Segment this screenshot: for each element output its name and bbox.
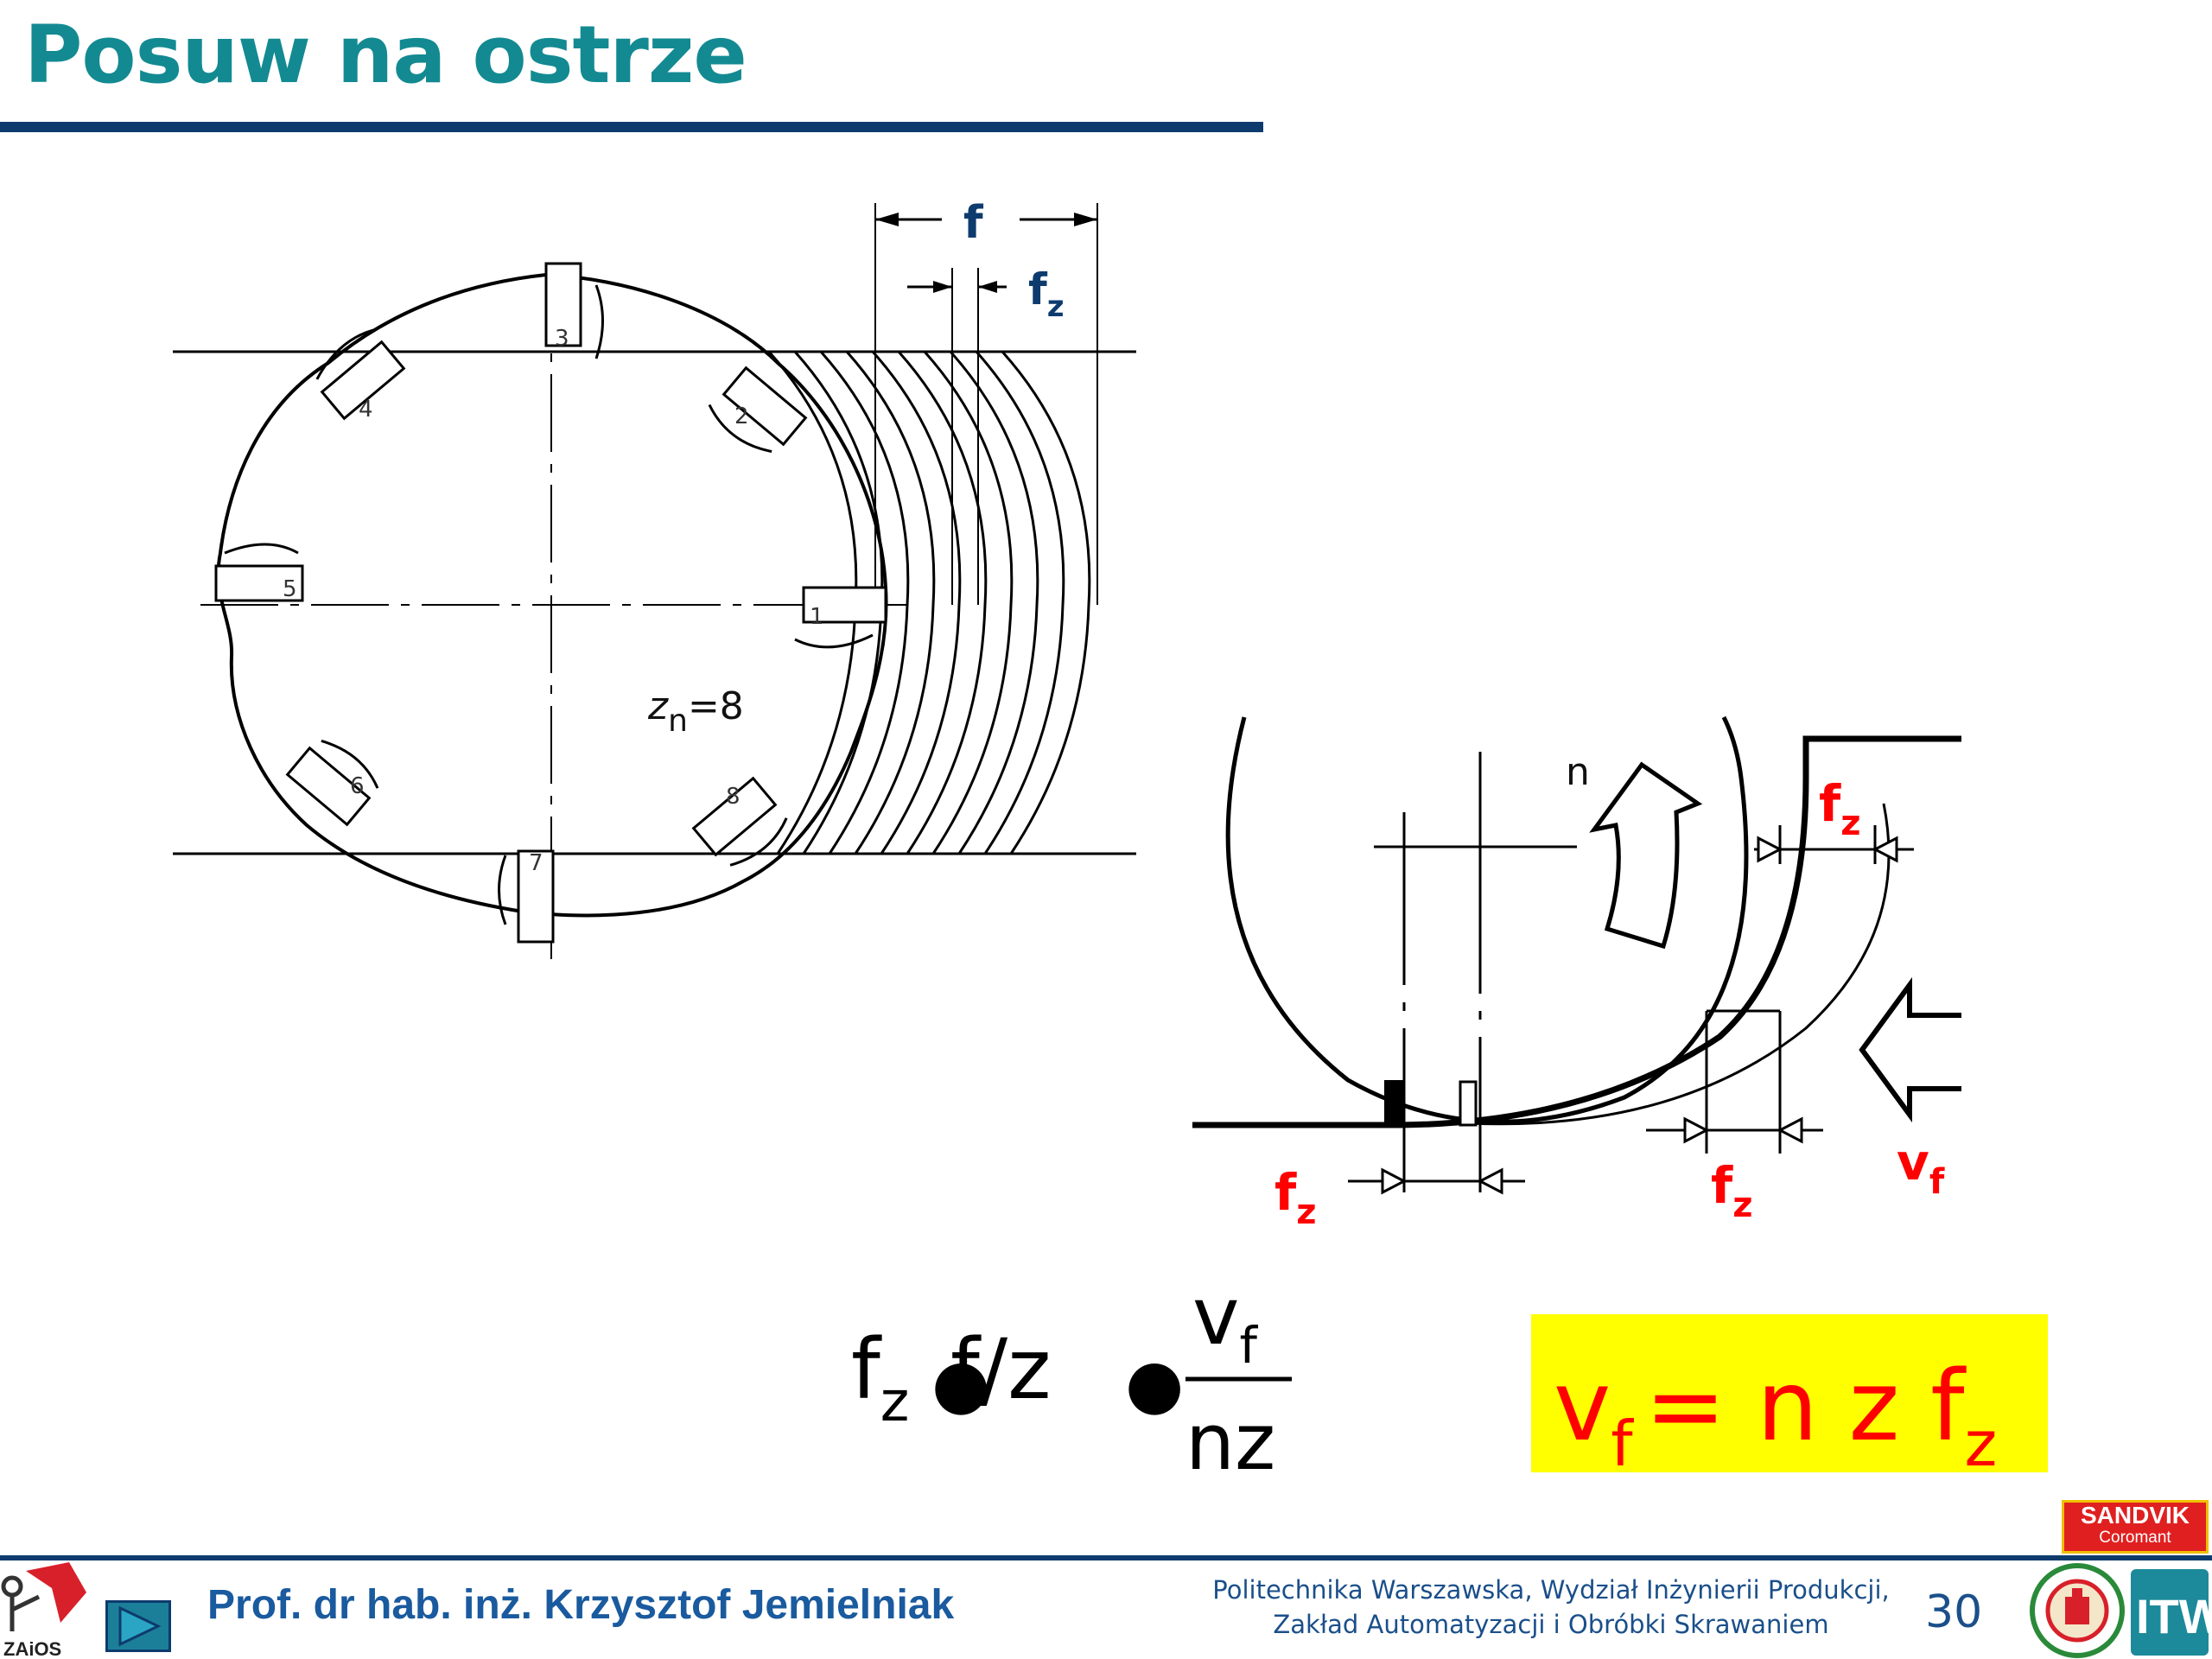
insert-number-6: 6 [350, 773, 365, 799]
rotation-arrow-icon [1589, 761, 1703, 950]
formula-bullet-1: ● [931, 1345, 990, 1423]
insert-2 [708, 365, 808, 453]
insert-number-5: 5 [283, 576, 297, 602]
sandvik-coromant-logo: SANDVIK Coromant [2062, 1500, 2209, 1554]
svg-text:ITW: ITW [2136, 1589, 2212, 1643]
rotation-n-label: n [1566, 750, 1590, 794]
insert-5 [214, 543, 304, 602]
next-pass-arc [1468, 803, 1891, 1126]
cutter-side-view [1192, 715, 1961, 1195]
formula-denominator: nz [1185, 1397, 1275, 1488]
insert-6 [285, 740, 379, 827]
feed-direction-arrow-icon [1859, 976, 1961, 1123]
tooth-left [1384, 1080, 1403, 1125]
title-underline [0, 122, 1263, 132]
boxed-formula-highlight [1531, 1314, 2048, 1472]
play-button[interactable] [105, 1600, 171, 1652]
fz-label-upper: fz [1819, 774, 1861, 843]
tooth-right [1459, 1080, 1478, 1127]
play-icon [118, 1605, 162, 1647]
pass-arc [1001, 351, 1091, 855]
footer-institution: Politechnika Warszawska, Wydział Inżynie… [1212, 1575, 1890, 1639]
pass-arc [871, 351, 962, 855]
pass-arc [975, 351, 1065, 855]
f-label: f [963, 197, 984, 249]
insert-number-1: 1 [810, 604, 824, 630]
insert-3 [544, 262, 604, 359]
itw-logo-icon: ITW [2131, 1569, 2212, 1656]
page-number: 30 [1925, 1586, 1983, 1638]
pass-arc [819, 351, 910, 855]
zn-label: zn=8 [647, 684, 744, 739]
workpiece-contour [1192, 735, 1961, 1128]
footer-author: Prof. dr hab. inż. Krzysztof Jemielniak [207, 1582, 955, 1628]
formula-bullet-2: ● [1125, 1345, 1184, 1423]
institution-logos: ITW [2030, 1563, 2212, 1658]
pw-crest-icon [2030, 1563, 2125, 1658]
formula-numerator: vf [1192, 1270, 1258, 1375]
formula-fz: fz [851, 1321, 909, 1434]
fz-label: fz [1028, 264, 1065, 324]
cutter-inserts [214, 262, 887, 944]
insert-4 [315, 327, 406, 421]
insert-7 [498, 849, 555, 944]
feed-per-tooth-formula: fz ● f/z ● vf nz [851, 1270, 1292, 1488]
pass-arc [949, 351, 1039, 855]
insert-number-2: 2 [734, 404, 749, 429]
insert-number-4: 4 [359, 397, 373, 423]
footer-rule [0, 1555, 2212, 1560]
svg-text:ZAiOS: ZAiOS [3, 1638, 61, 1659]
insert-8 [691, 776, 788, 867]
insert-number-7: 7 [529, 850, 543, 876]
pass-arc [845, 351, 936, 855]
fz-label-bottom-left: fz [1274, 1163, 1317, 1232]
tool-circle [1225, 715, 1749, 1124]
fz-label-bottom-right: fz [1711, 1156, 1753, 1225]
formula-f-over-z: f/z [950, 1321, 1052, 1418]
zaios-logo: ZAiOS [1, 1562, 86, 1659]
slide-title: Posuw na ostrze [24, 9, 747, 101]
insert-number-8: 8 [726, 784, 741, 810]
vf-label: vf [1897, 1133, 1945, 1202]
insert-1 [794, 586, 887, 649]
pass-arc [923, 351, 1014, 855]
insert-number-3: 3 [555, 326, 569, 352]
cutter-front-view [173, 203, 1136, 959]
pass-arc [897, 351, 988, 855]
